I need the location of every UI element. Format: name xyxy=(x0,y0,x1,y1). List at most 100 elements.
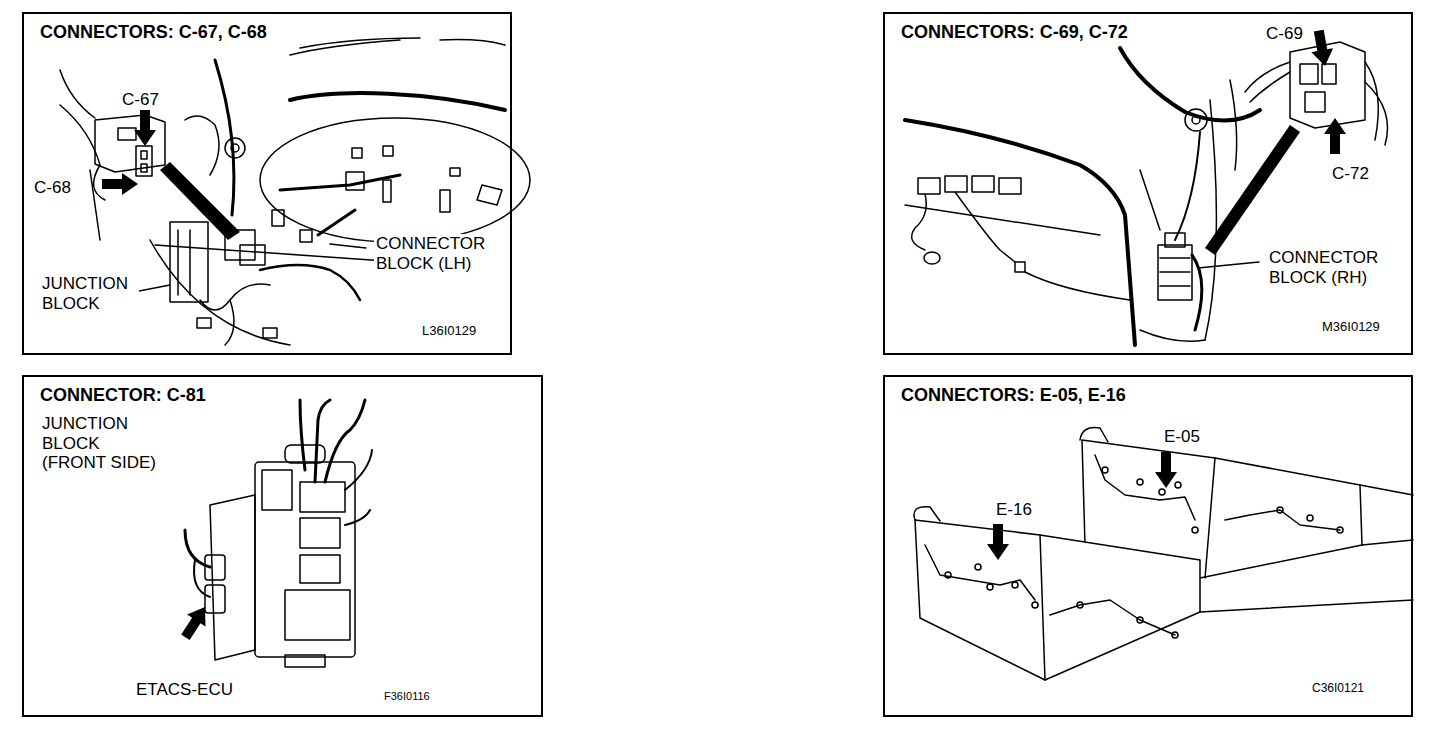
dashboard-right-illustration xyxy=(905,42,1388,345)
dashboard-right-illustration xyxy=(972,176,994,192)
dashboard-right-illustration xyxy=(1015,262,1025,272)
dashboard-left-illustration xyxy=(272,210,284,226)
door-trim-illustration xyxy=(1159,489,1165,495)
dashboard-right-illustration xyxy=(918,178,940,194)
pointer-arrow xyxy=(176,601,214,643)
part-label: ETACS-ECU xyxy=(134,680,235,700)
dashboard-left-illustration xyxy=(141,164,147,172)
pointer-arrow xyxy=(1308,29,1336,68)
dashboard-left-illustration xyxy=(300,38,420,48)
dashboard-left-illustration xyxy=(134,285,170,292)
dashboard-right-illustration xyxy=(1192,255,1202,330)
junction-block-illustration xyxy=(255,462,355,657)
door-trim-illustration xyxy=(914,507,940,521)
door-trim-illustration xyxy=(975,564,981,570)
pointer-arrow xyxy=(1324,118,1346,154)
connector-callout: C-72 xyxy=(1330,164,1371,184)
connector-callout: E-16 xyxy=(994,500,1034,520)
dashboard-right-illustration xyxy=(999,178,1021,194)
door-trim-illustration xyxy=(1172,632,1178,638)
connector-callout: C-67 xyxy=(120,90,161,110)
junction-block-illustration xyxy=(205,585,225,613)
dashboard-left-illustration xyxy=(352,148,362,158)
junction-block-illustration xyxy=(300,482,345,512)
dashboard-left-illustration xyxy=(231,144,239,152)
dashboard-left-illustration xyxy=(136,146,152,176)
dashboard-right-illustration xyxy=(1230,80,1237,170)
junction-block-illustration xyxy=(300,555,340,583)
junction-block-illustration xyxy=(345,450,372,490)
dashboard-right-illustration xyxy=(1322,64,1336,84)
dashboard-left-illustration xyxy=(240,245,265,265)
dashboard-left-illustration xyxy=(477,185,502,205)
dashboard-left-illustration xyxy=(450,168,460,176)
dashboard-left-illustration xyxy=(60,70,95,118)
door-trim-illustration xyxy=(1137,617,1143,623)
pointer-arrow xyxy=(1155,452,1177,488)
location-panel: CONNECTOR: C-81JUNCTION BLOCK (FRONT SID… xyxy=(22,375,543,717)
junction-block-illustration xyxy=(285,655,325,667)
junction-block-illustration xyxy=(210,495,255,660)
door-trim-illustration xyxy=(1077,602,1083,608)
dashboard-right-illustration xyxy=(1205,125,1300,255)
door-trim-illustration xyxy=(1205,458,1215,578)
connector-callout: C-69 xyxy=(1264,24,1305,44)
dashboard-left-illustration xyxy=(95,115,165,172)
door-trim-illustration xyxy=(1200,600,1413,612)
junction-block-illustration xyxy=(262,470,292,510)
door-trim-illustration xyxy=(1040,535,1045,680)
location-panel: CONNECTORS: E-05, E-16E-05E-16C36I0121 xyxy=(883,375,1413,717)
dashboard-right-illustration xyxy=(1120,48,1260,121)
dashboard-left-illustration xyxy=(178,230,190,295)
figure-code: L36I0129 xyxy=(420,324,478,339)
dashboard-left-illustration xyxy=(440,190,450,212)
door-trim-illustration xyxy=(1095,455,1195,520)
part-label: JUNCTION BLOCK (FRONT SIDE) xyxy=(40,414,166,473)
dashboard-right-illustration xyxy=(1175,132,1200,240)
panel-title: CONNECTORS: C-67, C-68 xyxy=(38,22,269,43)
door-trim-illustration xyxy=(914,428,1413,681)
location-panel: CONNECTORS: C-69, C-72C-69C-72CONNECTOR … xyxy=(883,12,1413,355)
dashboard-right-illustration xyxy=(905,205,1100,235)
dashboard-right-illustration xyxy=(955,192,1015,262)
dashboard-right-illustration xyxy=(1192,116,1200,124)
door-trim-illustration xyxy=(1102,467,1108,473)
pointer-arrow xyxy=(987,524,1009,560)
door-trim-illustration xyxy=(1032,602,1038,608)
dashboard-right-illustration xyxy=(1158,245,1192,300)
connector-callout: C-68 xyxy=(32,178,73,198)
dashboard-left-illustration xyxy=(155,245,400,262)
junction-block-illustration xyxy=(300,518,340,548)
part-label: JUNCTION BLOCK xyxy=(40,274,139,313)
junction-block-illustration xyxy=(194,560,210,597)
dashboard-right-illustration xyxy=(1365,62,1388,145)
junction-block-illustration xyxy=(185,530,210,567)
door-trim-illustration xyxy=(1307,515,1313,521)
dashboard-left-illustration xyxy=(318,210,355,235)
dashboard-right-illustration xyxy=(1160,258,1190,286)
junction-block-illustration xyxy=(325,400,365,482)
door-trim-illustration xyxy=(1360,485,1413,545)
dashboard-right-illustration xyxy=(1205,100,1216,340)
dashboard-left-illustration xyxy=(141,151,147,159)
dashboard-left-illustration xyxy=(383,180,391,202)
figure-code: C36I0121 xyxy=(1310,682,1366,696)
junction-block-illustration xyxy=(185,400,372,667)
dashboard-left-illustration xyxy=(90,170,100,240)
door-trim-illustration xyxy=(1050,600,1175,635)
dashboard-right-illustration xyxy=(1165,233,1185,247)
door-trim-illustration xyxy=(1225,510,1340,530)
door-trim-illustration xyxy=(1337,527,1343,533)
dashboard-left-illustration xyxy=(383,146,393,156)
dashboard-right-illustration xyxy=(1245,62,1290,102)
dashboard-left-illustration xyxy=(225,138,245,158)
figure-code: F36I0116 xyxy=(382,690,432,703)
dashboard-left-illustration xyxy=(197,318,211,328)
door-trim-illustration xyxy=(1175,482,1181,488)
dashboard-right-illustration xyxy=(1185,109,1207,131)
dashboard-right-illustration xyxy=(1305,92,1325,112)
door-trim-illustration xyxy=(987,584,993,590)
dashboard-right-illustration xyxy=(1025,272,1130,300)
